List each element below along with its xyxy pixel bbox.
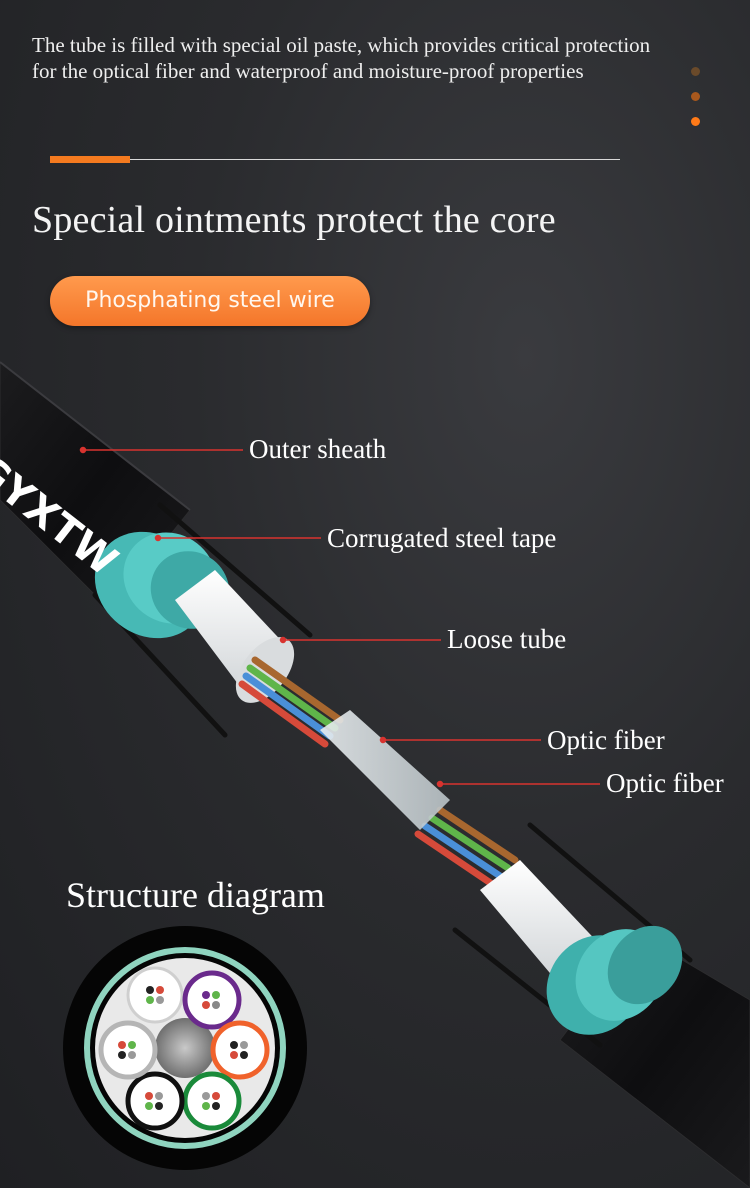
tube-white	[126, 966, 184, 1024]
corrugated-steel-tape-label: Corrugated steel tape	[327, 523, 557, 553]
outer-sheath-label: Outer sheath	[249, 434, 387, 464]
structure-diagram	[63, 926, 307, 1170]
corrugated-tape-right	[546, 925, 683, 1035]
colored-fibers	[238, 656, 519, 888]
phosphating-steel-wire-pill: Phosphating steel wire	[50, 276, 370, 326]
tube-orange	[210, 1020, 270, 1080]
callout-lines	[79, 446, 600, 788]
loose-tube-label: Loose tube	[447, 624, 567, 654]
optic-fiber-label-1: Optic fiber	[547, 725, 665, 755]
intro-text: The tube is filled with special oil past…	[32, 32, 747, 84]
optic-fiber-label-2: Optic fiber	[606, 768, 724, 798]
tube-black	[125, 1071, 185, 1131]
divider-accent	[50, 156, 130, 163]
decor-dot	[691, 117, 700, 126]
intro-line-1: The tube is filled with special oil past…	[32, 33, 651, 57]
tube-green	[182, 1071, 242, 1131]
bare-fibers	[320, 710, 450, 830]
tube-purple	[182, 970, 242, 1030]
section-divider	[50, 159, 620, 160]
intro-line-2: for the optical fiber and waterproof and…	[32, 59, 584, 83]
headline: Special ointments protect the core	[32, 199, 556, 241]
decor-dot	[691, 67, 700, 76]
structure-diagram-title: Structure diagram	[66, 875, 325, 915]
decor-dot	[691, 92, 700, 101]
tube-grey	[98, 1020, 158, 1080]
